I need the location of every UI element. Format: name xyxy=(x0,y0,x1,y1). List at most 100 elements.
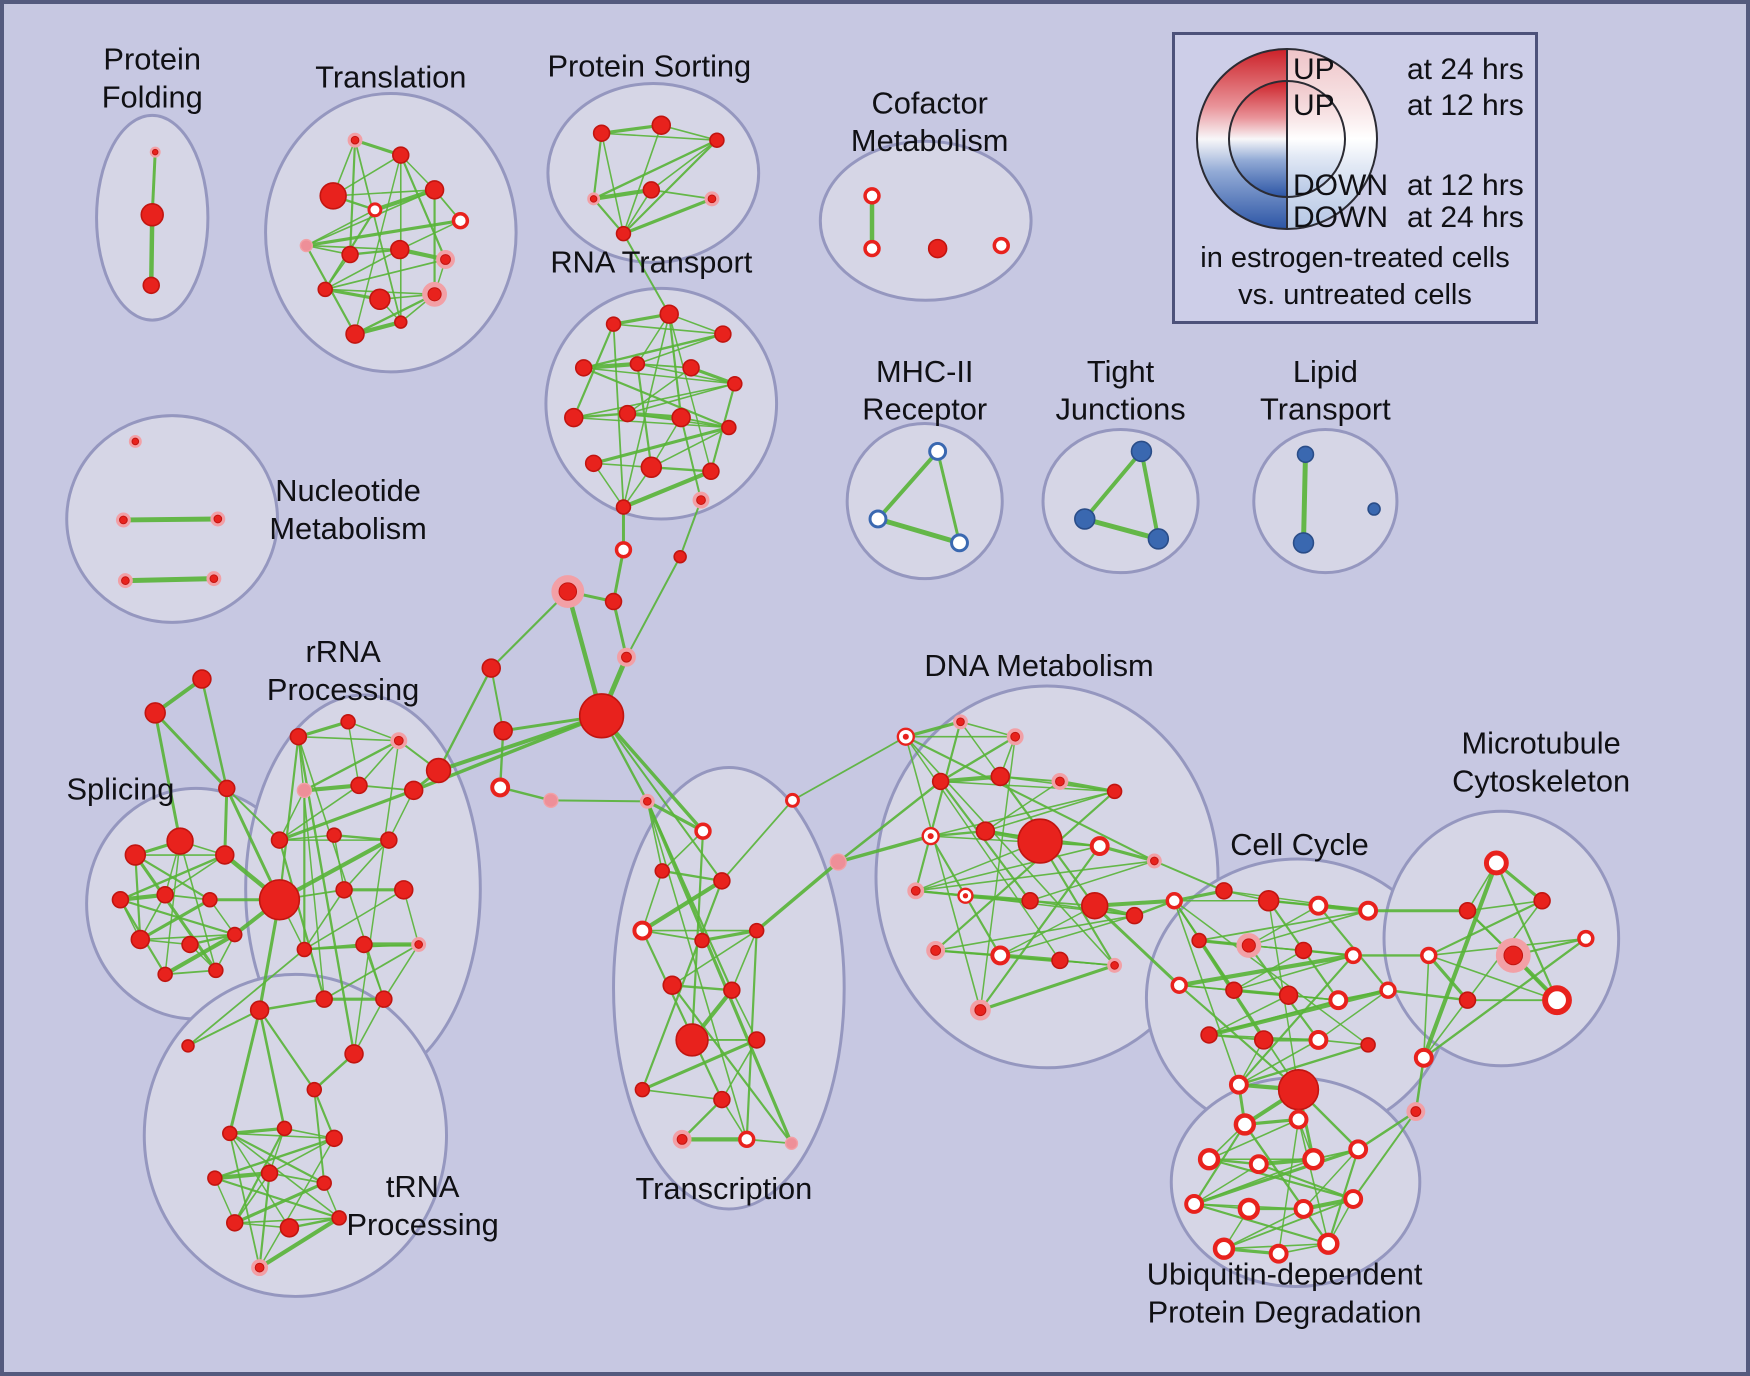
edge xyxy=(934,790,1116,952)
node-red xyxy=(403,780,424,801)
cluster-label-translation: Translation xyxy=(315,60,466,95)
legend-rings-icon xyxy=(1196,48,1378,230)
node-red xyxy=(130,929,151,950)
node-red xyxy=(1458,991,1477,1009)
edge xyxy=(650,426,730,469)
edge xyxy=(1302,1148,1359,1210)
node-open xyxy=(1308,1030,1329,1050)
cluster-ellipse-tight-junctions xyxy=(1041,428,1200,575)
edge xyxy=(354,154,402,335)
node-red xyxy=(392,146,410,164)
edge xyxy=(661,869,724,883)
edge xyxy=(1038,840,1116,967)
edge xyxy=(343,839,390,891)
edge xyxy=(297,735,400,742)
node-red xyxy=(1360,1037,1376,1053)
node-red xyxy=(675,1023,709,1057)
node-open xyxy=(1344,946,1362,965)
edge xyxy=(164,969,217,976)
edge xyxy=(228,1008,262,1135)
node-red xyxy=(315,990,333,1008)
node-halo xyxy=(411,937,427,952)
node-blue xyxy=(1296,445,1315,464)
edge xyxy=(303,739,400,792)
node-red xyxy=(640,456,663,479)
edge xyxy=(622,124,663,235)
edge xyxy=(1427,899,1544,957)
legend-up24-label: UP xyxy=(1293,53,1335,86)
edge xyxy=(592,425,731,465)
node-red xyxy=(642,181,661,199)
node-open xyxy=(1343,1189,1364,1209)
edge xyxy=(622,313,670,508)
node-red xyxy=(1106,783,1123,800)
node-open xyxy=(1228,1074,1249,1095)
edge xyxy=(592,462,625,508)
edge xyxy=(591,187,654,201)
node-halo xyxy=(1146,853,1162,869)
node-red xyxy=(713,872,731,890)
node-red xyxy=(727,376,743,392)
node-red xyxy=(344,1044,364,1064)
node-red xyxy=(651,115,671,136)
node-red xyxy=(341,245,359,264)
legend-up24-time: at 24 hrs xyxy=(1407,53,1524,86)
edge xyxy=(399,219,462,251)
edge xyxy=(324,248,401,291)
edge xyxy=(1301,451,1308,546)
edge xyxy=(233,1127,286,1224)
node-red xyxy=(317,281,333,298)
edge xyxy=(278,784,360,841)
node-open xyxy=(1089,836,1110,857)
edge xyxy=(936,449,961,545)
edge xyxy=(213,1177,341,1219)
edge xyxy=(187,948,306,1047)
node-target xyxy=(957,887,974,904)
edge xyxy=(731,929,758,992)
edge xyxy=(612,323,625,508)
edge xyxy=(836,834,933,864)
legend-up12-label: UP xyxy=(1293,89,1335,122)
edge xyxy=(914,860,1156,892)
edge xyxy=(278,789,306,841)
edge xyxy=(938,774,1003,784)
node-red xyxy=(748,922,765,939)
node-red xyxy=(615,225,632,242)
edge xyxy=(223,786,229,857)
edge xyxy=(1058,779,1117,793)
edge xyxy=(332,189,436,197)
edge xyxy=(277,788,416,842)
edge xyxy=(163,932,237,977)
node-open xyxy=(738,1130,756,1149)
legend-down12-label: DOWN xyxy=(1293,169,1388,202)
edge xyxy=(599,714,705,833)
node-open xyxy=(1308,895,1329,916)
edge xyxy=(1317,989,1389,1041)
node-open xyxy=(1293,1199,1314,1219)
edge xyxy=(437,666,493,772)
edge xyxy=(200,677,229,790)
edge xyxy=(645,799,794,1145)
node-red xyxy=(218,779,236,798)
edge xyxy=(1297,1118,1330,1245)
edge xyxy=(278,735,300,901)
node-red xyxy=(325,1129,343,1148)
node-halo xyxy=(639,793,655,809)
edge xyxy=(358,739,400,787)
node-halo xyxy=(969,999,991,1021)
cluster-ellipse-lipid-transport xyxy=(1252,428,1399,575)
node-red xyxy=(144,702,166,724)
node-red xyxy=(990,766,1011,787)
edge xyxy=(179,840,217,972)
node-open xyxy=(1237,1197,1260,1221)
node-red xyxy=(225,1214,244,1232)
edge xyxy=(641,929,723,1101)
cluster-label-dna-metabolism: DNA Metabolism xyxy=(924,648,1153,683)
edge xyxy=(1029,860,1156,902)
node-red xyxy=(215,845,235,865)
edge xyxy=(1193,1202,1330,1245)
node-halo xyxy=(551,575,585,608)
